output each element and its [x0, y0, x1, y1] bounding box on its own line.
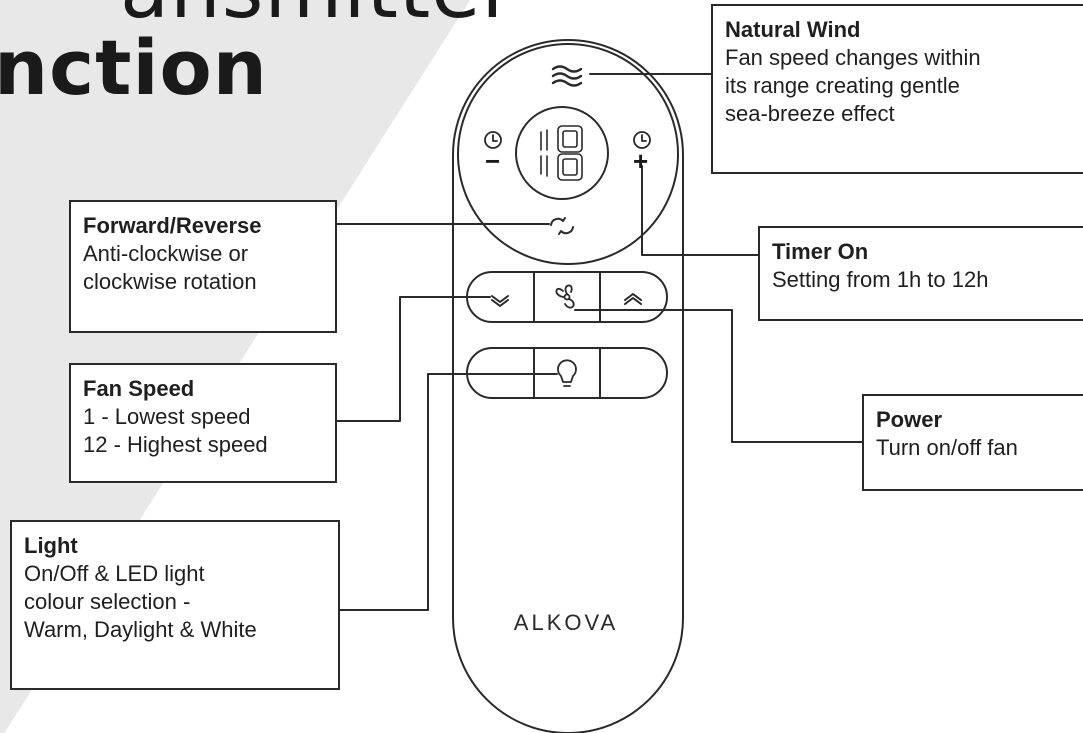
callout-line: 12 - Highest speed: [83, 432, 268, 457]
brand-logo-text: ALKOVA: [513, 610, 619, 635]
timer-minus-clock-icon[interactable]: [484, 131, 502, 149]
callout-timer-on: Timer On Setting from 1h to 12h: [758, 226, 1083, 321]
digit-8-top-inner: [562, 130, 578, 148]
callout-line: its range creating gentle: [725, 73, 960, 98]
callout-line: clockwise rotation: [83, 269, 257, 294]
digit-8-bottom-inner: [562, 158, 578, 176]
callout-fan-speed: Fan Speed 1 - Lowest speed 12 - Highest …: [69, 363, 337, 483]
leader-lines: [336, 73, 863, 611]
speed-up-chevron-icon[interactable]: [624, 293, 642, 305]
callout-line: Fan speed changes within: [725, 45, 981, 70]
digit-8-bottom: [557, 153, 583, 181]
leader-power: [574, 309, 863, 443]
heading-line-1: ansmitter: [120, 0, 515, 30]
speed-down-chevron-icon[interactable]: [491, 295, 509, 307]
callout-title: Timer On: [772, 239, 869, 264]
digit-8-top: [557, 125, 583, 153]
light-bulb-icon[interactable]: [557, 359, 577, 387]
timer-plus-symbol[interactable]: +: [633, 146, 649, 176]
callout-line: Warm, Daylight & White: [24, 617, 257, 642]
callout-title: Fan Speed: [83, 376, 195, 401]
forward-reverse-icon[interactable]: [550, 217, 574, 235]
fan-power-icon[interactable]: [555, 284, 575, 309]
callout-title: Forward/Reverse: [83, 213, 262, 238]
callout-title: Power: [876, 407, 943, 432]
natural-wind-icon[interactable]: [551, 65, 583, 87]
callout-power: Power Turn on/off fan: [862, 394, 1083, 491]
callout-line: sea-breeze effect: [725, 101, 895, 126]
callout-title: Light: [24, 533, 78, 558]
remote-body: [452, 39, 684, 733]
leader-timer-on: [641, 165, 759, 256]
callout-line: 1 - Lowest speed: [83, 404, 251, 429]
timer-minus-symbol[interactable]: −: [485, 146, 501, 176]
heading-line-2: nction: [0, 23, 268, 112]
callout-line: Setting from 1h to 12h: [772, 267, 989, 292]
callout-light: Light On/Off & LED light colour selectio…: [10, 520, 340, 690]
leader-fan-speed: [336, 296, 491, 422]
callout-line: Anti-clockwise or: [83, 241, 249, 266]
leader-light: [339, 373, 558, 611]
callout-line: On/Off & LED light: [24, 561, 205, 586]
display-ring: [515, 106, 609, 200]
timer-plus-clock-icon[interactable]: [633, 131, 651, 149]
callout-line: colour selection -: [24, 589, 191, 614]
display-digits: [540, 125, 583, 181]
callout-forward-reverse: Forward/Reverse Anti-clockwise or clockw…: [69, 200, 337, 333]
callout-natural-wind: Natural Wind Fan speed changes within it…: [711, 4, 1083, 174]
top-dial: [457, 43, 679, 265]
callout-title: Natural Wind: [725, 17, 861, 42]
callout-line: Turn on/off fan: [876, 435, 1018, 460]
